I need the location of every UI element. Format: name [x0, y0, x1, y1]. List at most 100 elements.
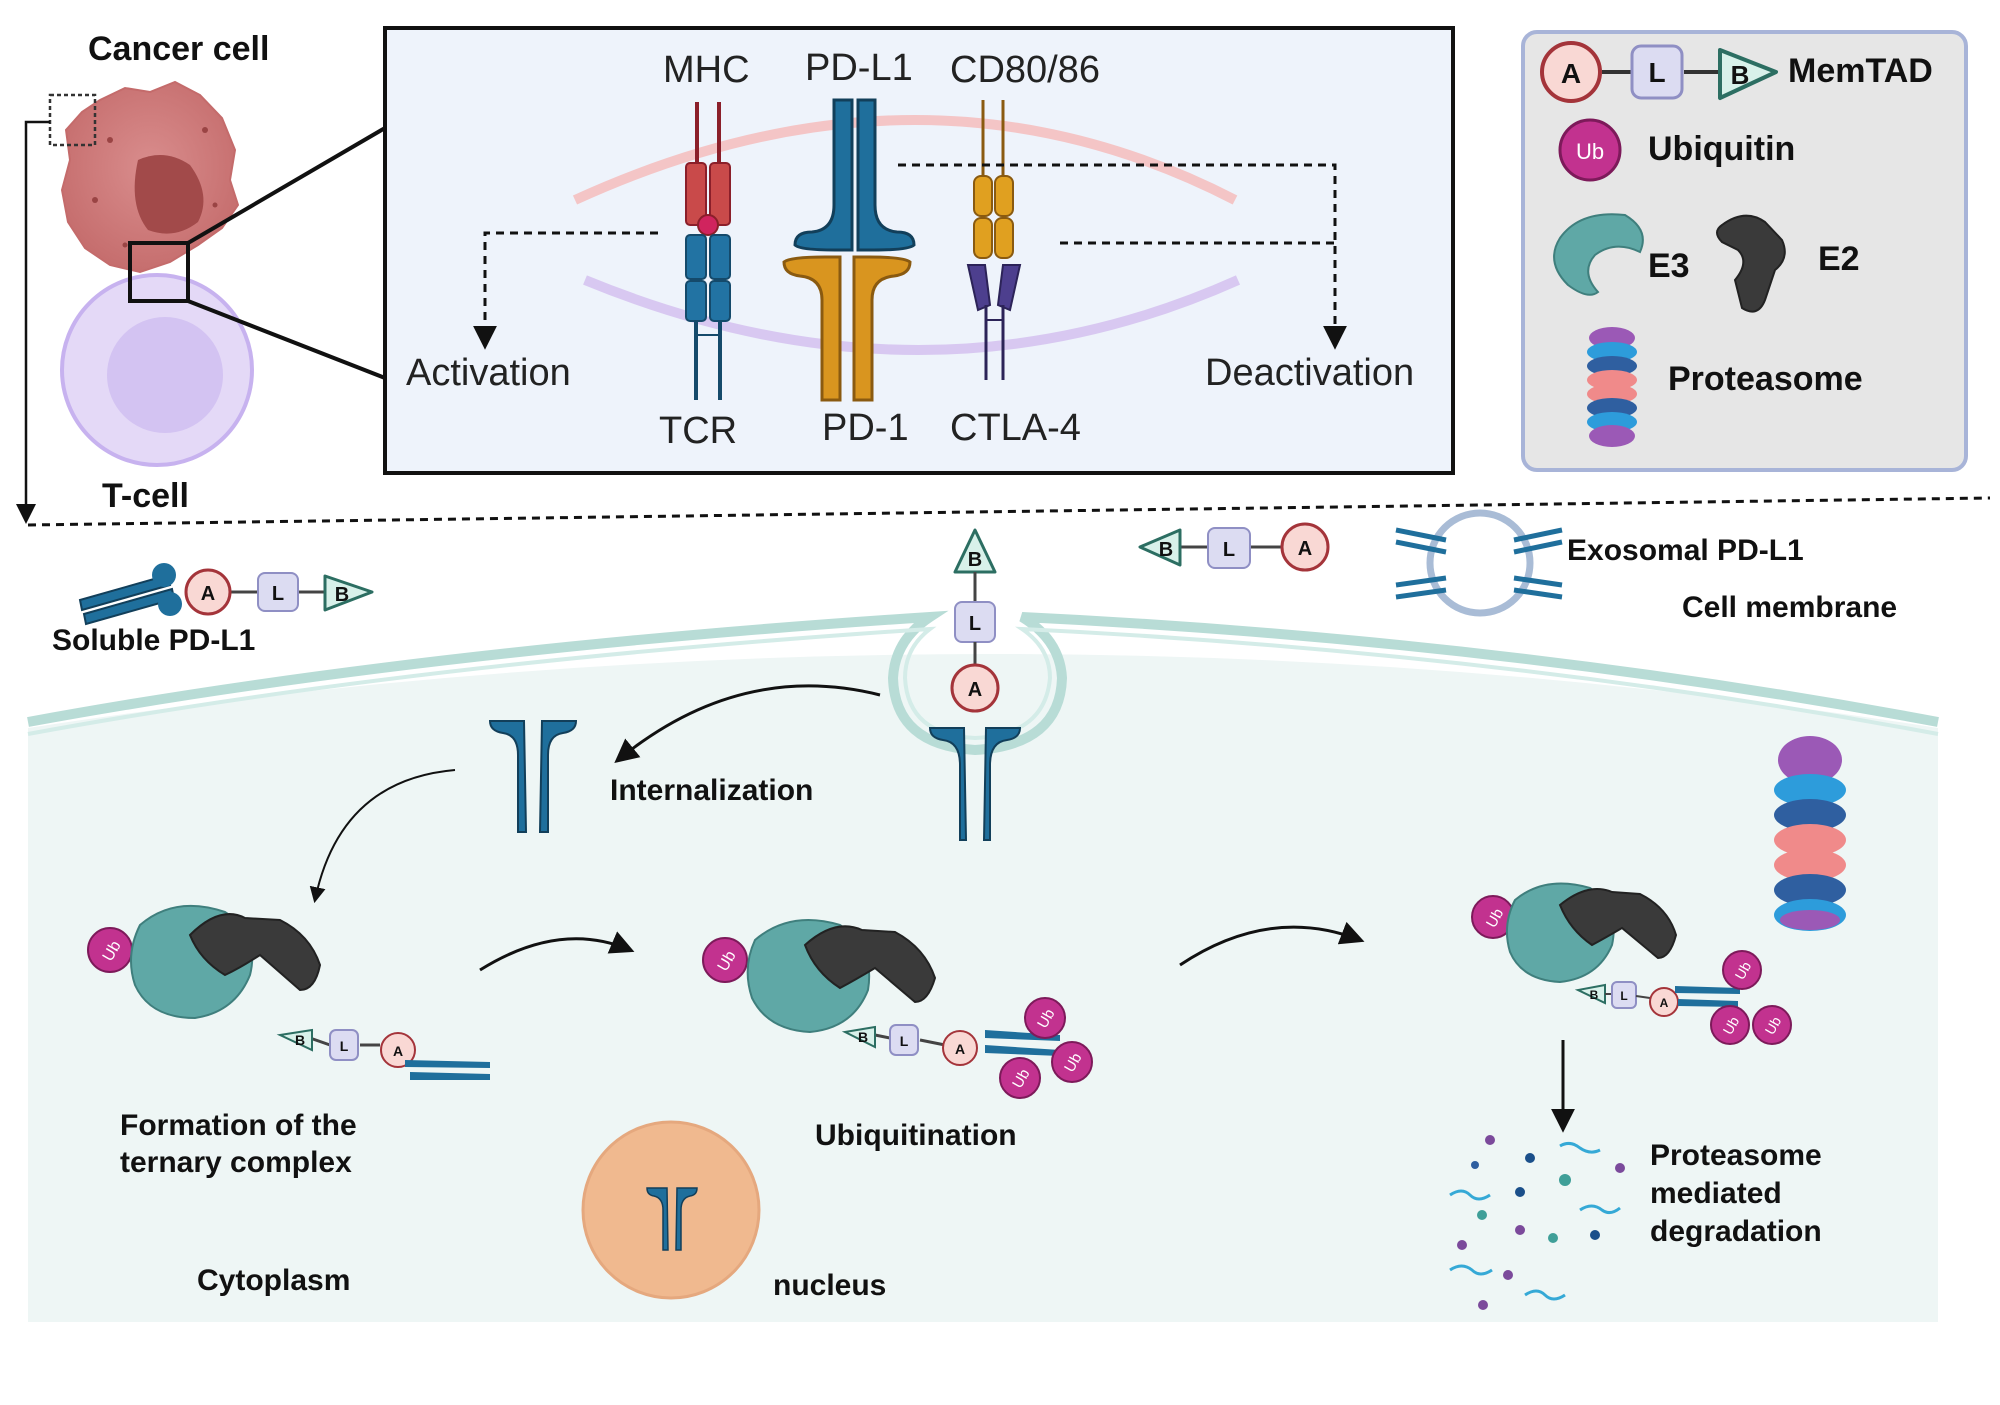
cd80-86-label: CD80/86	[950, 49, 1100, 91]
soluble-pdl1-label: Soluble PD-L1	[52, 624, 255, 657]
deactivation-arrow-pdl1	[898, 163, 1347, 350]
internalization-label: Internalization	[610, 774, 813, 807]
ubiquitin-icon	[1558, 118, 1622, 182]
ub-d4: Ub	[1761, 1014, 1784, 1038]
memtad-label: MemTAD	[1788, 52, 1933, 90]
free-l-letter: L	[1223, 539, 1235, 561]
free-b-letter: B	[1159, 539, 1173, 561]
degradation-fragments	[1449, 1135, 1625, 1310]
cell-membrane-label: Cell membrane	[1682, 591, 1897, 624]
proteasome-large	[1774, 736, 1846, 931]
to-ternary-arrow	[309, 769, 456, 904]
membrane-memtad: B L A	[928, 528, 1022, 841]
nucleus	[581, 1120, 761, 1300]
pd-l1-label: PD-L1	[805, 47, 913, 89]
internalization-arrow	[614, 684, 881, 764]
soluble-pdl1-complex: A L B	[78, 563, 374, 626]
legend-proteasome: Proteasome	[1587, 327, 1863, 447]
ubiquitin-label: Ubiquitin	[1648, 130, 1795, 168]
legend-memtad: A L B MemTAD	[1540, 41, 1933, 103]
tcr-label: TCR	[659, 410, 737, 452]
e3-label: E3	[1648, 247, 1690, 285]
ub-d3: Ub	[1719, 1014, 1742, 1038]
cell-overview: Cancer cell T-cell	[16, 30, 387, 524]
tcell-membrane-arc	[583, 275, 1241, 355]
sol-a-letter: A	[201, 583, 215, 605]
cancer-cell-label: Cancer cell	[88, 30, 269, 68]
e2-label: E2	[1818, 240, 1860, 278]
deactivation-label: Deactivation	[1205, 352, 1414, 394]
degradation-label-2: mediated	[1650, 1177, 1782, 1210]
synapse-panel: MHC PD-L1 CD80/86 TCR PD-1 CTLA-4 Activa…	[383, 26, 1455, 475]
legend-a-letter: A	[1561, 58, 1581, 89]
cd80-ctla4-pair	[966, 100, 1022, 380]
exosome	[1395, 509, 1563, 617]
legend-panel: A L B MemTAD Ub Ubiquitin E3 E2	[1521, 30, 1968, 472]
connector-arrow	[16, 120, 50, 524]
e2-icon	[1716, 214, 1786, 313]
tc1-l: L	[340, 1038, 349, 1054]
legend-ub-text: Ub	[1576, 139, 1604, 164]
zoom-region-dotted	[48, 93, 97, 147]
mem-a-letter: A	[968, 679, 982, 701]
nucleus-label: nucleus	[773, 1269, 886, 1302]
legend-b-letter: B	[1731, 60, 1750, 90]
d-l: L	[1620, 989, 1627, 1003]
degradation-label-1: Proteasome	[1650, 1139, 1822, 1172]
activation-label: Activation	[406, 352, 571, 394]
ternary-label-2: ternary complex	[120, 1146, 352, 1179]
u-b: B	[858, 1029, 868, 1045]
proteasome-label: Proteasome	[1668, 360, 1863, 398]
mhc-tcr-pair	[685, 102, 731, 400]
anchor-b-icon	[1718, 48, 1778, 100]
ubiquitination-complex: Ub B L A Ub Ub Ub	[702, 919, 1093, 1099]
cell-membrane-inner	[27, 626, 1939, 741]
ub-d2: Ub	[1731, 959, 1754, 983]
zoom-region-synapse	[128, 241, 190, 303]
internalized-pdl1	[488, 720, 578, 833]
degradation-complex: Ub B L A Ub Ub Ub	[1471, 882, 1792, 1045]
degradation-label-3: degradation	[1650, 1215, 1822, 1248]
tc1-a: A	[393, 1043, 403, 1059]
u-a: A	[955, 1041, 965, 1057]
mechanism-section: Cell membrane Exosomal PD-L1 Soluble PD-…	[27, 509, 1939, 1322]
ctla-4-label: CTLA-4	[950, 407, 1081, 449]
d-b: B	[1590, 988, 1599, 1002]
legend-ubiquitin: Ub Ubiquitin	[1558, 118, 1795, 182]
sol-l-letter: L	[272, 583, 284, 605]
cytoplasm-label: Cytoplasm	[197, 1264, 350, 1297]
to-ubiquitination-arrow	[479, 931, 635, 972]
t-cell-label: T-cell	[102, 477, 189, 515]
activation-arrow	[473, 231, 658, 350]
ternary-label-1: Formation of the	[120, 1109, 357, 1142]
cancer-membrane-arc	[572, 115, 1238, 205]
sol-b-letter: B	[335, 584, 349, 606]
mem-l-letter: L	[969, 613, 981, 635]
ternary-complex: Ub B L A	[87, 904, 490, 1080]
to-degradation-arrow	[1179, 921, 1365, 967]
tc1-b: B	[295, 1032, 305, 1048]
free-memtad: B L A	[1138, 522, 1330, 572]
cell-membrane-line	[27, 610, 1939, 756]
linker-l-icon	[1630, 44, 1684, 100]
d-a: A	[1660, 996, 1669, 1010]
legend-l-letter: L	[1648, 57, 1665, 88]
mem-b-letter: B	[968, 549, 982, 571]
proteasome-icon	[1587, 327, 1637, 447]
e3-icon	[1553, 213, 1644, 296]
warhead-a-icon	[1540, 41, 1602, 103]
legend-e3-e2: E3 E2	[1553, 213, 1860, 313]
u-l: L	[900, 1033, 909, 1049]
section-divider	[27, 496, 1991, 527]
exosomal-pdl1-label: Exosomal PD-L1	[1567, 534, 1804, 567]
mhc-label: MHC	[663, 49, 750, 91]
t-cell-icon	[60, 273, 254, 467]
cytoplasm-region	[28, 654, 1938, 1322]
ubiquitination-label: Ubiquitination	[815, 1119, 1017, 1152]
cancer-cell-icon	[60, 80, 240, 274]
free-a-letter: A	[1298, 538, 1312, 560]
pdl1-pd1-pair	[782, 98, 916, 402]
pd-1-label: PD-1	[822, 407, 909, 449]
